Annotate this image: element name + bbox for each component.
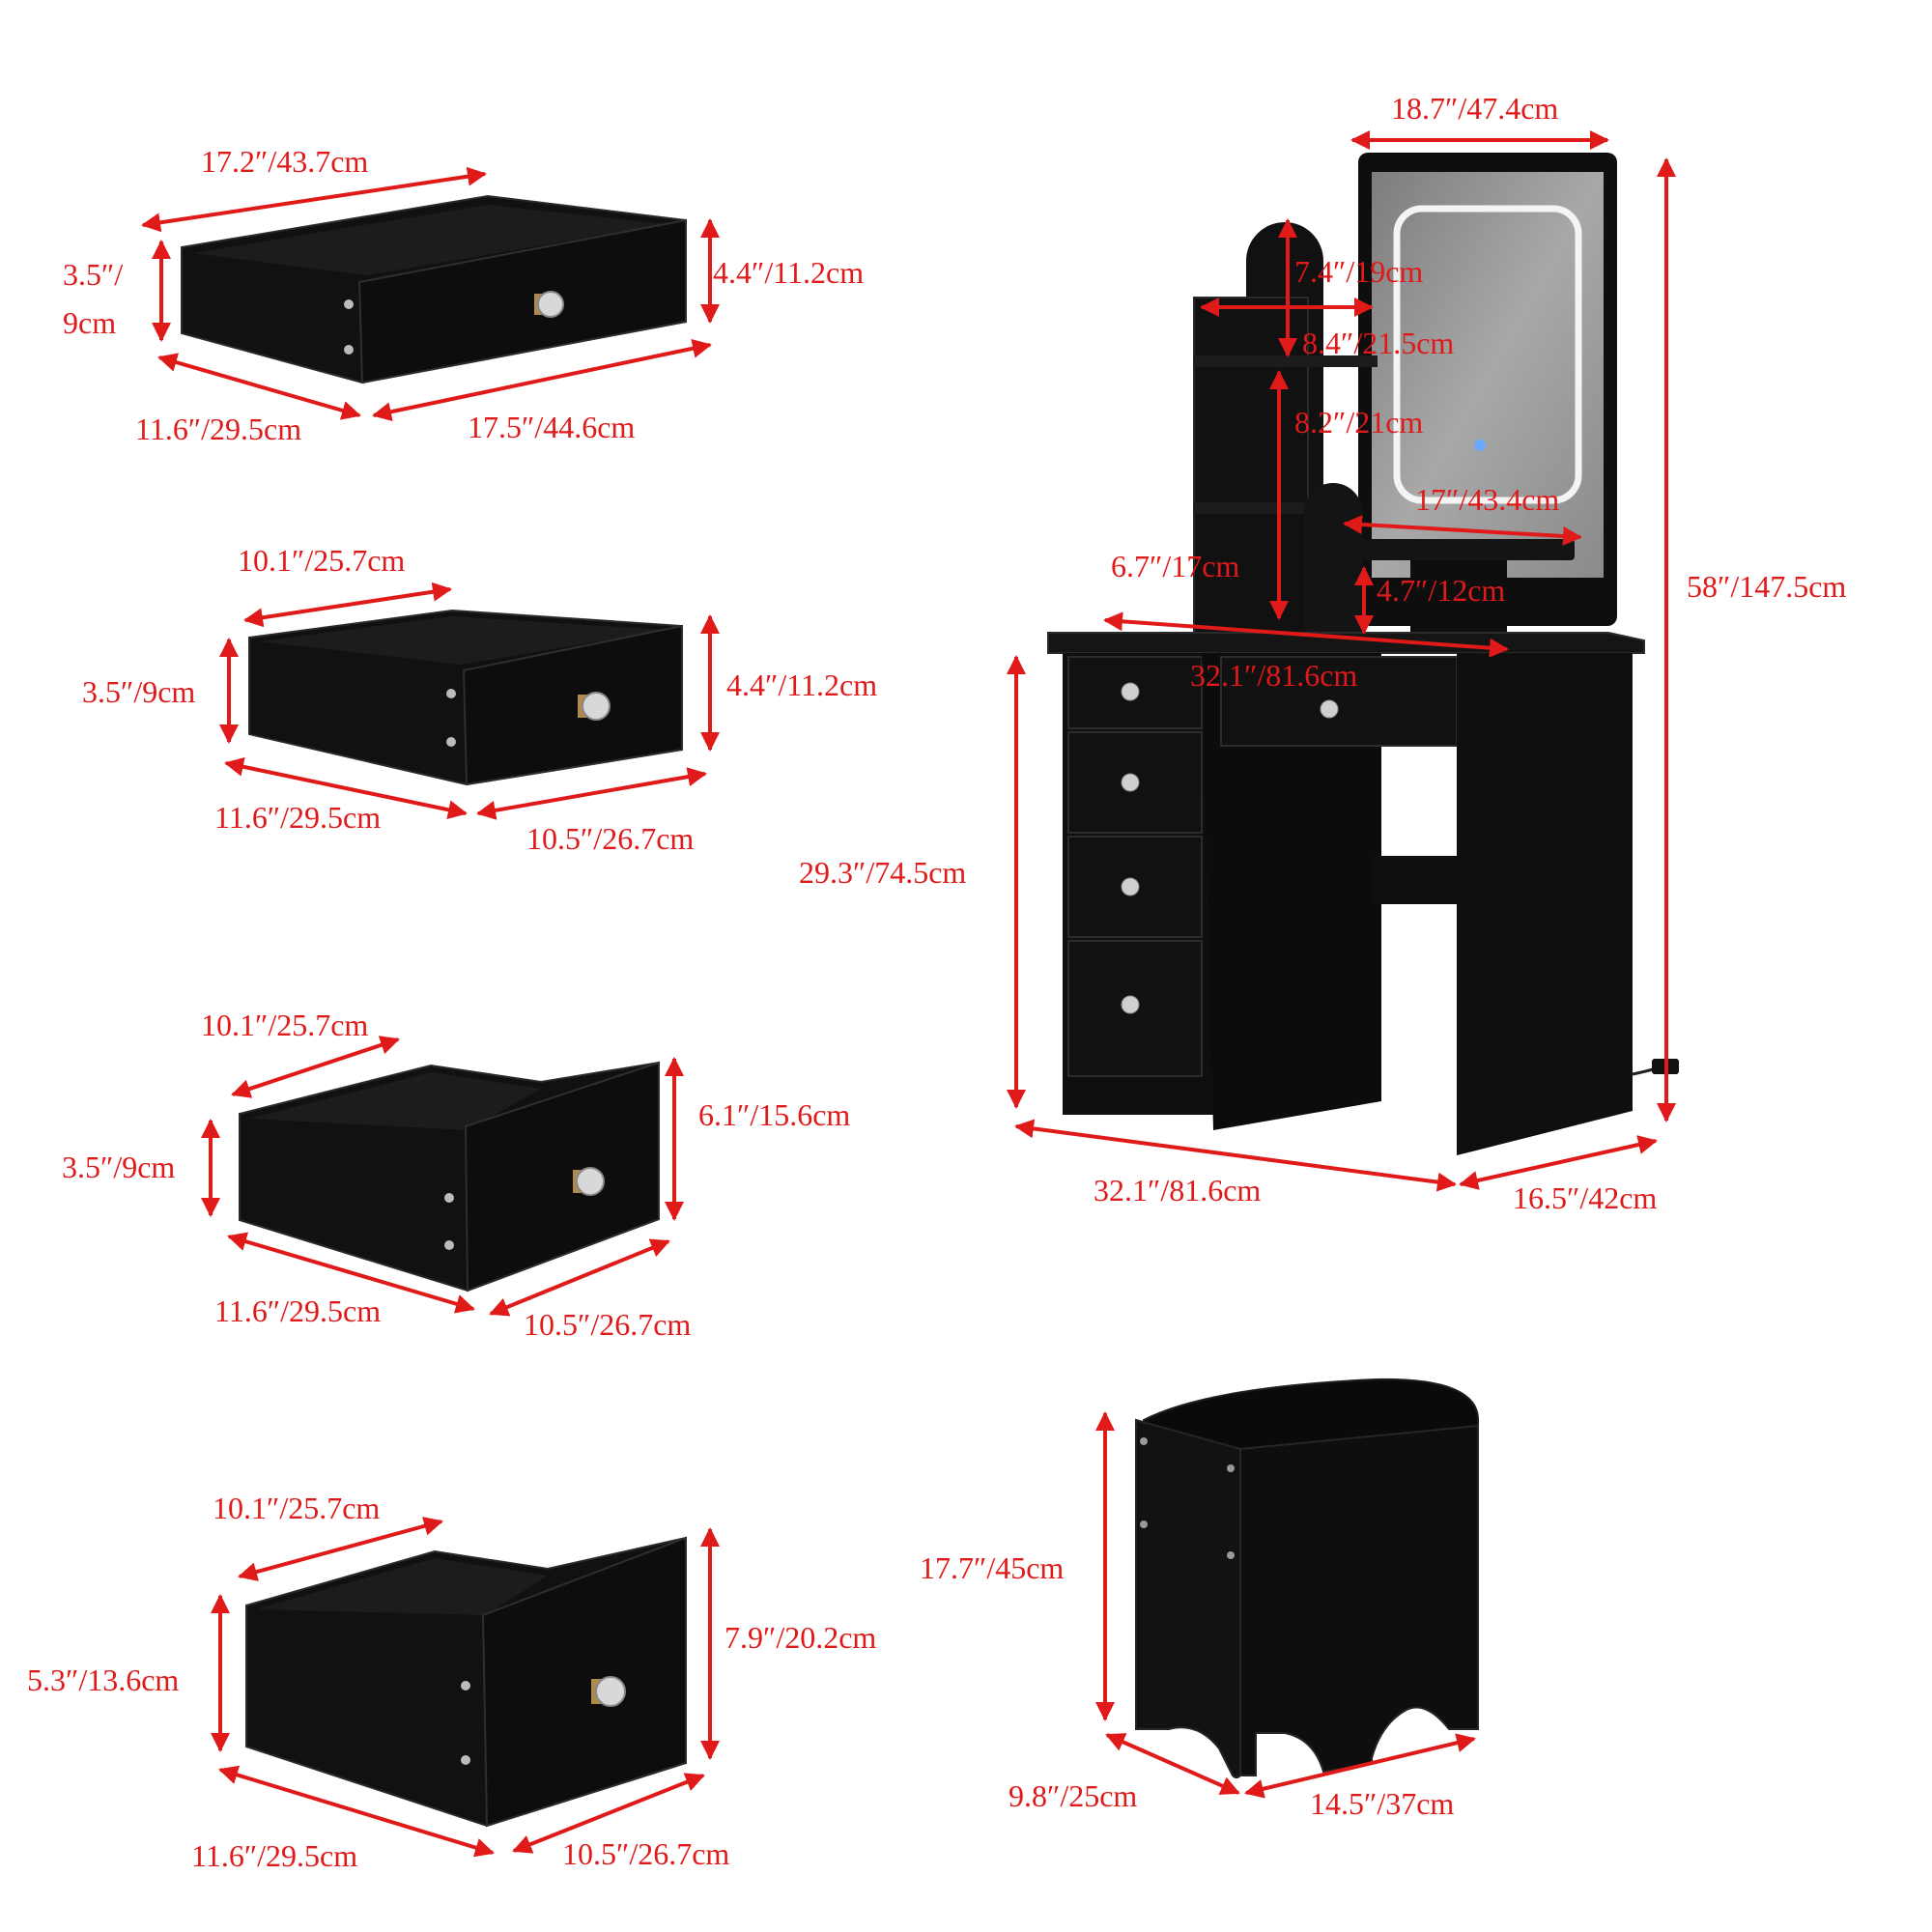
vanity-knob-2-icon: [1121, 773, 1140, 792]
vanity-lower-shelf-height-label: 6.7″/17cm: [1111, 549, 1239, 583]
vanity-mirror-shelf-width-label: 17″/43.4cm: [1415, 482, 1559, 517]
drawer-2-front-width-label: 10.5″/26.7cm: [526, 821, 694, 856]
vanity-mirror-width-label: 18.7″/47.4cm: [1391, 91, 1558, 126]
drawer-3-front-width-label: 10.5″/26.7cm: [524, 1307, 691, 1342]
drawer-4-front-panel: [481, 1536, 687, 1828]
vanity-shelf-upper: [1194, 355, 1378, 367]
drawer-2-depth-label: 11.6″/29.5cm: [214, 800, 381, 835]
drawer-4-front-height-label: 7.9″/20.2cm: [724, 1620, 876, 1655]
drawer-4-width-label: 10.1″/25.7cm: [213, 1491, 380, 1525]
drawer-3-screw-bottom: [444, 1240, 454, 1250]
vanity-shelf-spacing-label: 8.2″/21cm: [1294, 405, 1423, 440]
stool-depth-label: 9.8″/25cm: [1009, 1778, 1137, 1813]
stool: 17.7″/45cm 9.8″/25cm 14.5″/37cm: [920, 1378, 1479, 1821]
drawer-2-knob-icon: [578, 692, 611, 721]
drawer-2-side-height-label: 3.5″/9cm: [82, 674, 195, 709]
drawer-4-front-width-label: 10.5″/26.7cm: [562, 1836, 729, 1871]
drawer-1-width-label: 17.2″/43.7cm: [201, 144, 368, 179]
drawer-2: 10.1″/25.7cm 3.5″/9cm 4.4″/11.2cm 11.6″/…: [82, 543, 877, 856]
stool-screw-3: [1227, 1464, 1235, 1472]
stool-height-label: 17.7″/45cm: [920, 1550, 1064, 1585]
vanity-arch-height-label: 7.4″/19cm: [1294, 254, 1423, 289]
vanity-touch-switch-icon: [1474, 440, 1486, 451]
vanity-base-width-label: 32.1″/81.6cm: [1094, 1173, 1261, 1208]
drawer-4-screw-bottom: [461, 1755, 470, 1765]
stool-width-label: 14.5″/37cm: [1310, 1786, 1454, 1821]
vanity-mirror-glass: [1372, 172, 1604, 578]
drawer-2-front-height-label: 4.4″/11.2cm: [726, 668, 877, 702]
drawer-2-interior: [259, 616, 667, 665]
drawer-4-knob-icon: [591, 1676, 626, 1707]
drawer-4-screw-top: [461, 1681, 470, 1690]
vanity-knob-1-icon: [1121, 682, 1140, 701]
vanity: 18.7″/47.4cm 7.4″/19cm 8.4″/21.5cm 8.2″/…: [799, 91, 1846, 1215]
drawer-3-screw-top: [444, 1193, 454, 1203]
drawer-4-interior: [256, 1558, 548, 1615]
drawer-4: 10.1″/25.7cm 5.3″/13.6cm 7.9″/20.2cm 11.…: [27, 1491, 876, 1873]
stool-side-panel: [1135, 1418, 1241, 1778]
stool-screw-2: [1140, 1520, 1148, 1528]
drawer-4-side-height-label: 5.3″/13.6cm: [27, 1662, 179, 1697]
vanity-shelf-unit: [1193, 297, 1309, 637]
drawer-1-side-height-label-line1: 3.5″/: [63, 257, 123, 292]
drawer-2-screw-bottom: [446, 737, 456, 747]
drawer-3-front-height-label: 6.1″/15.6cm: [698, 1097, 850, 1132]
drawer-3-width-label: 10.1″/25.7cm: [201, 1008, 368, 1042]
vanity-mirror-shelf: [1335, 539, 1575, 560]
vanity-cross-bar: [1372, 856, 1468, 904]
vanity-upper-shelf-width-label: 8.4″/21.5cm: [1302, 326, 1454, 360]
drawer-3-knob-icon: [573, 1167, 605, 1196]
vanity-right-leg: [1457, 653, 1633, 1155]
vanity-center-drawer: [1220, 656, 1458, 747]
stool-screw-4: [1227, 1551, 1235, 1559]
drawer-1-knob-icon: [534, 291, 564, 318]
drawer-1-side-height-label-line2: 9cm: [63, 305, 116, 340]
vanity-knob-3-icon: [1121, 877, 1140, 896]
stool-front-panel: [1239, 1424, 1479, 1776]
drawer-1-interior: [193, 205, 667, 275]
vanity-total-height-label: 58″/147.5cm: [1687, 569, 1846, 604]
vanity-cabinet-side: [1202, 653, 1381, 1130]
vanity-desk-height-label: 29.3″/74.5cm: [799, 855, 966, 890]
drawer-3-side-height-label: 3.5″/9cm: [62, 1150, 175, 1184]
vanity-top-width-label: 32.1″/81.6cm: [1190, 658, 1357, 693]
drawer-1-screw-top: [344, 299, 354, 309]
drawer-3: 10.1″/25.7cm 3.5″/9cm 6.1″/15.6cm 11.6″/…: [62, 1008, 850, 1342]
drawer-1: 17.2″/43.7cm 3.5″/ 9cm 4.4″/11.2cm 11.6″…: [63, 144, 864, 446]
vanity-shelf-middle: [1194, 502, 1308, 514]
vanity-led-ring: [1393, 205, 1582, 504]
drawer-3-interior: [249, 1072, 541, 1130]
drawer-1-depth-label: 11.6″/29.5cm: [135, 412, 301, 446]
vanity-knob-4-icon: [1121, 995, 1140, 1014]
drawer-2-width-label: 10.1″/25.7cm: [238, 543, 405, 578]
vanity-depth-label: 16.5″/42cm: [1513, 1180, 1657, 1215]
drawer-1-front-width-label: 17.5″/44.6cm: [468, 410, 635, 444]
stool-screw-1: [1140, 1437, 1148, 1445]
drawer-1-screw-bottom: [344, 345, 354, 355]
drawer-1-front-height-label: 4.4″/11.2cm: [713, 255, 864, 290]
drawer-2-screw-top: [446, 689, 456, 698]
vanity-center-knob-icon: [1320, 699, 1339, 719]
drawer-2-front-panel: [462, 624, 683, 786]
vanity-mirror-shelf-height-label: 4.7″/12cm: [1377, 573, 1505, 608]
drawer-4-depth-label: 11.6″/29.5cm: [191, 1838, 357, 1873]
drawer-3-depth-label: 11.6″/29.5cm: [214, 1293, 381, 1328]
